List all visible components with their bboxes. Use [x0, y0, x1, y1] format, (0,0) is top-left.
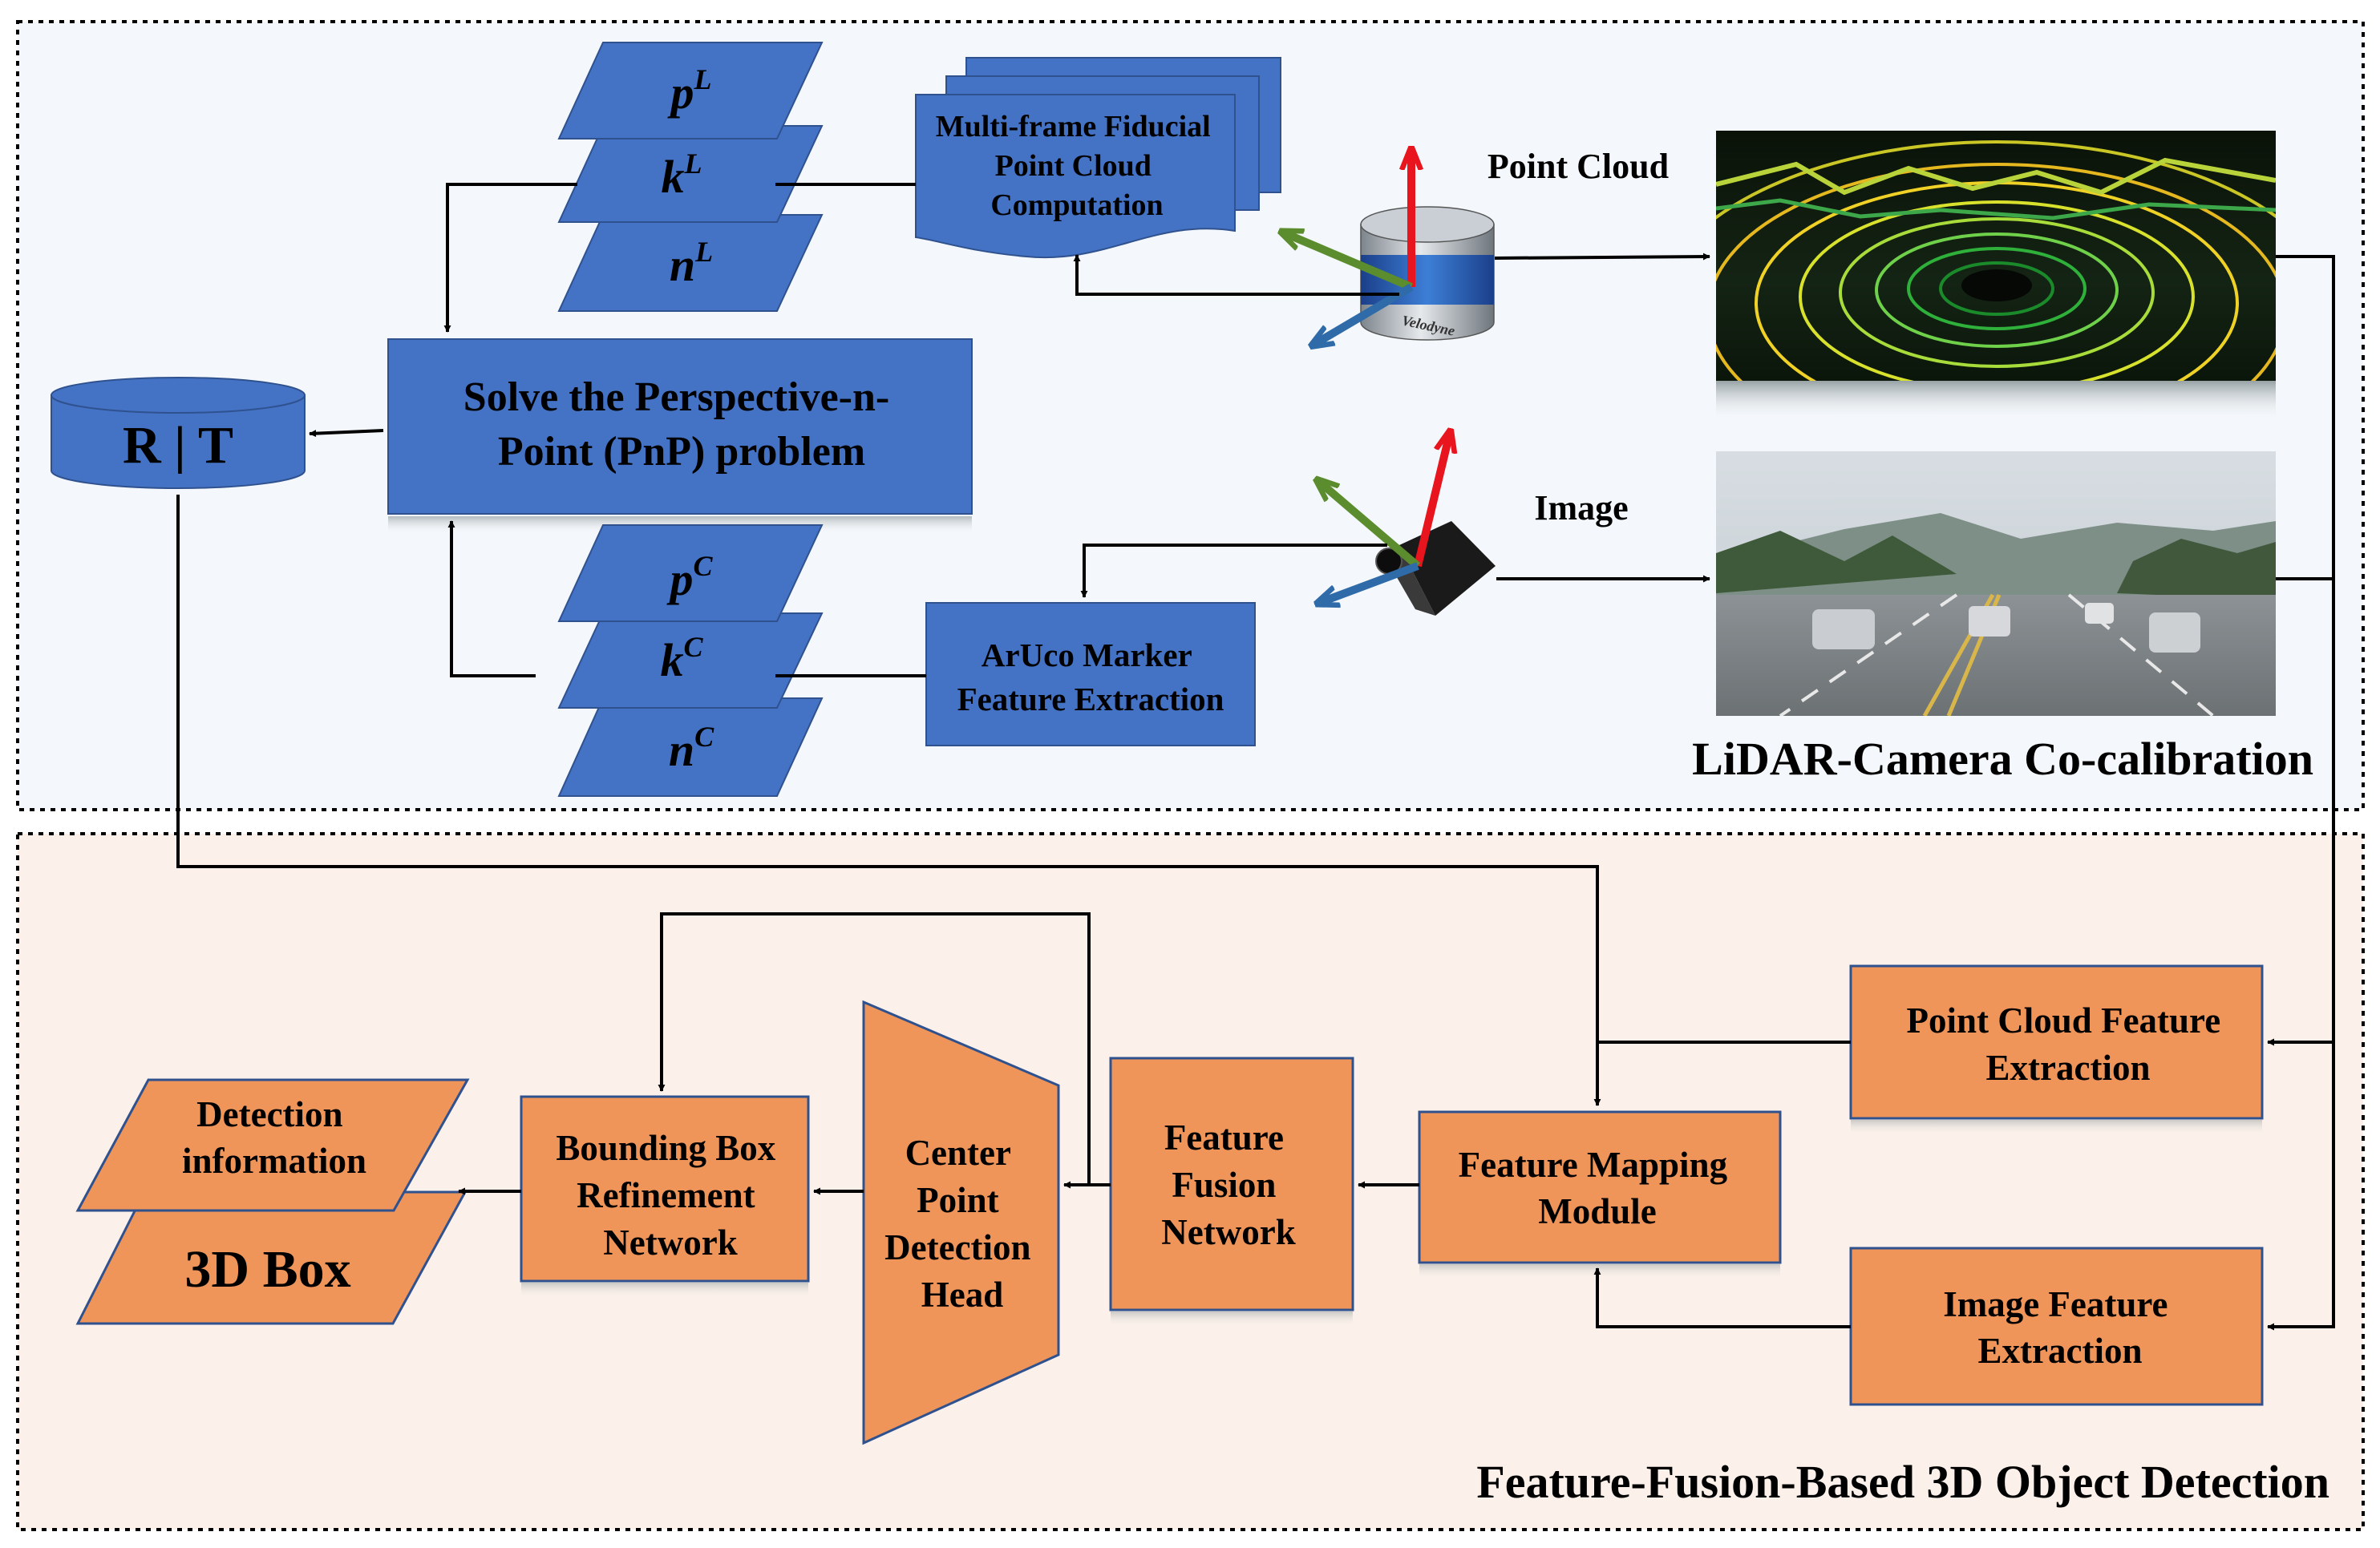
center-point-line-3: Detection: [884, 1227, 1030, 1267]
svg-text:nC: nC: [669, 721, 714, 776]
layer-kL-sup: L: [684, 148, 702, 180]
lidar-sensor-icon: Velodyne: [1360, 206, 1495, 341]
image-label: Image: [1534, 488, 1628, 527]
svg-text:Feature Fusion Net: Feature Fusion Network: [1161, 1118, 1295, 1252]
layer-kC-base: k: [660, 634, 683, 686]
calibration-section-title: LiDAR-Camera Co-calibration: [1692, 733, 2313, 785]
connectors: [176, 183, 2335, 1331]
layer-kC: kC: [557, 612, 824, 709]
connector-pnp-rt: [309, 429, 384, 438]
output-stack: 3D Box Detection information: [75, 1078, 470, 1325]
image-feature-line-2: Extraction: [1978, 1331, 2143, 1371]
multi-frame-fiducial-box: Multi-frame Fiducial Point Cloud Computa…: [915, 57, 1281, 259]
svg-text:nL: nL: [670, 236, 713, 291]
svg-text:Bounding Box Refinement: Bounding Box Refinement Network: [556, 1128, 784, 1263]
rt-extrinsics-cylinder: R | T: [51, 377, 306, 489]
pnp-line-1: Solve the Perspective-n-: [463, 374, 889, 420]
feature-fusion-line-3: Network: [1161, 1212, 1295, 1252]
layer-pC-base: p: [666, 553, 693, 605]
point-cloud-image: [1716, 131, 2276, 421]
svg-text:Feature Mapping Module: Feature Mapping Module: [1459, 1145, 1737, 1231]
connector-fusion-refinement: [658, 912, 1091, 1185]
layer-nC: nC: [557, 697, 824, 797]
aruco-line-1: ArUco Marker: [982, 637, 1192, 673]
connector-lidar-picture: [1494, 253, 1710, 261]
fiducial-line-3: Computation: [990, 188, 1163, 222]
layer-pL: pL: [557, 42, 824, 139]
layer-nL: nL: [557, 214, 824, 312]
camera-layer-stack: nC kC pC: [557, 524, 824, 797]
layer-pC-sup: C: [693, 550, 713, 582]
image-feature-line-1: Image Feature: [1943, 1284, 2168, 1324]
box-3d-label: 3D Box: [184, 1240, 350, 1299]
aruco-line-2: Feature Extraction: [957, 681, 1224, 717]
connector-kC-pnp: [447, 520, 536, 677]
svg-text:kC: kC: [660, 631, 703, 686]
feature-mapping-line-1: Feature Mapping: [1459, 1145, 1728, 1185]
rt-label: R | T: [123, 416, 233, 475]
fiducial-line-1: Multi-frame Fiducial: [936, 110, 1211, 143]
layer-kL-base: k: [662, 151, 685, 203]
pc-feature-extraction-box: Point Cloud Feature Extraction: [1849, 964, 2264, 1136]
layer-pL-base: p: [667, 67, 694, 119]
connector-rt-mapping: [176, 495, 1601, 1106]
layer-kC-sup: C: [683, 631, 703, 663]
camera-axes-icon: [1318, 433, 1450, 603]
detection-info-output: Detection information: [75, 1078, 470, 1212]
svg-text:pL: pL: [667, 63, 712, 119]
svg-text:Center Point Detec: Center Point Detection Head: [884, 1133, 1040, 1315]
lidar-layer-stack: nL kL pL: [557, 42, 824, 312]
detection-info-line-1: Detection: [196, 1094, 342, 1134]
feature-fusion-network-box: Feature Fusion Network: [1109, 1057, 1354, 1328]
connector-camera-aruco: [1080, 544, 1387, 598]
center-point-line-2: Point: [917, 1180, 999, 1220]
layer-nC-sup: C: [694, 721, 714, 753]
layer-pL-sup: L: [694, 63, 712, 95]
lidar-axes-icon: [1283, 151, 1411, 345]
layer-kL: kL: [557, 125, 824, 223]
connector-image-feature-mapping: [1593, 1267, 1851, 1328]
bbox-refinement-line-3: Network: [603, 1223, 737, 1263]
layer-pC: pC: [557, 524, 824, 622]
bbox-refinement-network-box: Bounding Box Refinement Network: [520, 1095, 810, 1299]
svg-text:Detection information: Detection information: [182, 1094, 366, 1181]
center-point-line-4: Head: [921, 1275, 1004, 1315]
center-point-head-box: Center Point Detection Head: [862, 1000, 1060, 1445]
connector-kL-pnp: [443, 183, 577, 333]
svg-text:Multi-frame Fiducial Poi: Multi-frame Fiducial Point Cloud Computa…: [936, 110, 1218, 222]
connector-picture-image-feature: [2267, 577, 2335, 1331]
svg-text:Solve the Perspective-n-: Solve the Perspective-n- Point (PnP) pro…: [463, 374, 900, 475]
layer-nL-base: n: [670, 239, 695, 291]
feature-mapping-line-2: Module: [1538, 1191, 1657, 1231]
pnp-line-2: Point (PnP) problem: [498, 429, 865, 475]
connector-lidar-fiducial: [1073, 254, 1399, 296]
svg-text:kL: kL: [662, 148, 702, 203]
center-point-line-1: Center: [905, 1133, 1011, 1173]
layer-nC-base: n: [669, 724, 694, 776]
road-scene-image: [1716, 451, 2276, 716]
svg-text:Point Cloud Feature Extr: Point Cloud Feature Extraction: [1907, 1000, 2230, 1088]
pnp-solver-box: Solve the Perspective-n- Point (PnP) pro…: [387, 338, 973, 534]
svg-text:Image Feature Extraction: Image Feature Extraction: [1943, 1284, 2177, 1371]
detection-section-title: Feature-Fusion-Based 3D Object Detection: [1476, 1456, 2329, 1508]
fiducial-line-2: Point Cloud: [995, 149, 1152, 183]
point-cloud-label: Point Cloud: [1488, 147, 1669, 186]
svg-text:ArUco Marker Feature Ext: ArUco Marker Feature Extraction: [957, 637, 1224, 717]
bbox-refinement-line-1: Bounding Box: [556, 1128, 775, 1168]
layer-nL-sup: L: [694, 236, 713, 268]
detection-info-line-2: information: [182, 1141, 366, 1181]
feature-mapping-module-box: Feature Mapping Module: [1418, 1110, 1782, 1280]
aruco-feature-box: ArUco Marker Feature Extraction: [925, 602, 1256, 746]
feature-fusion-line-1: Feature: [1164, 1118, 1284, 1158]
pc-feature-line-1: Point Cloud Feature: [1907, 1000, 2221, 1041]
pc-feature-line-2: Extraction: [1986, 1048, 2151, 1088]
image-feature-extraction-box: Image Feature Extraction: [1849, 1247, 2264, 1406]
feature-fusion-line-2: Fusion: [1172, 1165, 1276, 1205]
svg-text:pC: pC: [666, 550, 713, 605]
bbox-refinement-line-2: Refinement: [577, 1175, 755, 1215]
